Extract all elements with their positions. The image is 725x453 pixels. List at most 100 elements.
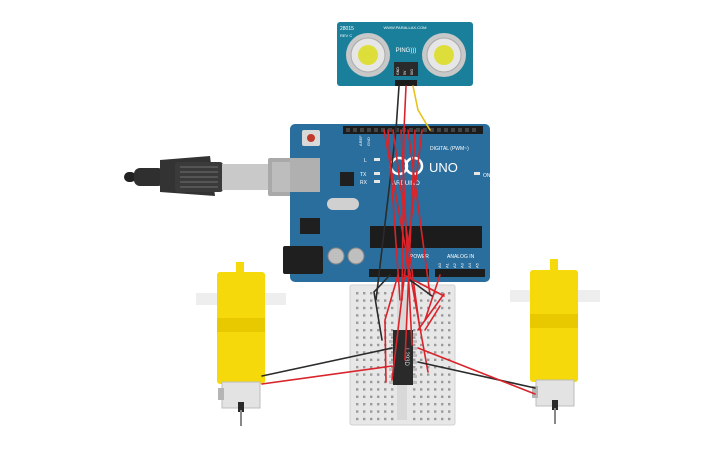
breadboard-hole bbox=[441, 358, 444, 361]
breadboard-hole bbox=[370, 410, 373, 413]
breadboard-hole bbox=[384, 388, 387, 391]
breadboard-hole bbox=[377, 410, 380, 413]
breadboard-hole bbox=[441, 395, 444, 398]
breadboard-hole bbox=[356, 366, 359, 369]
breadboard-hole bbox=[356, 417, 359, 421]
breadboard-hole bbox=[384, 417, 387, 421]
breadboard-hole bbox=[427, 299, 430, 302]
wire-extra-2 bbox=[424, 305, 441, 331]
wire-d6 bbox=[404, 129, 416, 361]
atmega-chip bbox=[370, 226, 482, 248]
breadboard-hole bbox=[356, 403, 359, 406]
breadboard-hole bbox=[391, 388, 394, 391]
breadboard-hole bbox=[441, 321, 444, 324]
breadboard-hole bbox=[427, 410, 430, 413]
breadboard-hole bbox=[413, 299, 416, 302]
breadboard-hole bbox=[391, 329, 394, 332]
breadboard-hole bbox=[441, 299, 444, 302]
breadboard-hole bbox=[441, 373, 444, 376]
breadboard-hole bbox=[363, 299, 366, 302]
breadboard-hole bbox=[434, 417, 437, 421]
breadboard-hole bbox=[427, 336, 430, 339]
breadboard-hole bbox=[356, 358, 359, 361]
wire-vin bbox=[403, 274, 445, 297]
breadboard-hole bbox=[448, 292, 451, 295]
breadboard-hole bbox=[370, 417, 373, 421]
breadboard-hole bbox=[441, 410, 444, 413]
l-label: L bbox=[364, 158, 367, 164]
breadboard-hole bbox=[427, 380, 430, 384]
breadboard-hole bbox=[391, 306, 394, 310]
breadboard-hole bbox=[434, 306, 437, 310]
breadboard-hole bbox=[420, 351, 423, 354]
breadboard-hole bbox=[441, 343, 444, 347]
breadboard-hole bbox=[391, 351, 394, 354]
breadboard-hole bbox=[363, 351, 366, 354]
sensor-model: 28015 bbox=[340, 26, 354, 32]
breadboard-hole bbox=[391, 314, 394, 317]
wire-d2 bbox=[387, 129, 401, 301]
breadboard-hole bbox=[441, 329, 444, 332]
breadboard-hole bbox=[420, 403, 423, 406]
breadboard-hole bbox=[356, 336, 359, 339]
breadboard-hole bbox=[377, 417, 380, 421]
breadboard-hole bbox=[448, 343, 451, 347]
breadboard-hole bbox=[384, 299, 387, 302]
left-dc-motor bbox=[196, 262, 286, 426]
breadboard-hole bbox=[370, 358, 373, 361]
wire-d5 bbox=[407, 129, 431, 296]
brand-label: ARDUINO bbox=[392, 181, 420, 187]
breadboard-hole bbox=[448, 306, 451, 310]
wire-sensor-sig bbox=[412, 85, 431, 131]
breadboard-hole bbox=[384, 292, 387, 295]
wire-left-motor-black bbox=[261, 347, 393, 377]
breadboard-hole bbox=[363, 395, 366, 398]
breadboard-hole bbox=[448, 410, 451, 413]
breadboard-hole bbox=[434, 373, 437, 376]
breadboard-hole bbox=[434, 321, 437, 324]
breadboard-hole bbox=[370, 321, 373, 324]
tx-label: TX bbox=[360, 172, 367, 178]
breadboard-hole bbox=[413, 336, 416, 339]
breadboard-hole bbox=[377, 306, 380, 310]
breadboard-hole bbox=[434, 351, 437, 354]
chip-label: L293D bbox=[403, 348, 409, 366]
breadboard-hole bbox=[356, 395, 359, 398]
rx-label: RX bbox=[360, 180, 368, 186]
breadboard-hole bbox=[377, 395, 380, 398]
breadboard-hole bbox=[377, 388, 380, 391]
breadboard-hole bbox=[448, 380, 451, 384]
wire-sensor-5v bbox=[401, 85, 407, 301]
wire-pwr-5v bbox=[384, 274, 399, 383]
breadboard-hole bbox=[391, 343, 394, 347]
breadboard-hole bbox=[427, 403, 430, 406]
breadboard-hole bbox=[356, 321, 359, 324]
breadboard-hole bbox=[370, 380, 373, 384]
breadboard-hole bbox=[370, 306, 373, 310]
breadboard-hole bbox=[434, 299, 437, 302]
analog-header bbox=[435, 269, 485, 277]
breadboard-hole bbox=[391, 410, 394, 413]
breadboard-hole bbox=[413, 351, 416, 354]
breadboard-hole bbox=[434, 410, 437, 413]
breadboard-hole bbox=[413, 403, 416, 406]
breadboard-hole bbox=[441, 336, 444, 339]
breadboard-hole bbox=[427, 417, 430, 421]
breadboard-hole bbox=[377, 373, 380, 376]
breadboard-hole bbox=[441, 351, 444, 354]
breadboard-hole bbox=[377, 321, 380, 324]
breadboard-hole bbox=[377, 292, 380, 295]
breadboard-hole bbox=[363, 306, 366, 310]
breadboard-hole bbox=[363, 417, 366, 421]
analog-pin-label: A5 bbox=[475, 262, 480, 268]
breadboard-hole bbox=[363, 314, 366, 317]
sensor-label: PING))) bbox=[396, 48, 417, 54]
breadboard-hole bbox=[370, 395, 373, 398]
breadboard-hole bbox=[391, 417, 394, 421]
breadboard-hole bbox=[420, 358, 423, 361]
breadboard-hole bbox=[370, 343, 373, 347]
breadboard-hole bbox=[363, 336, 366, 339]
power-header bbox=[369, 269, 429, 277]
breadboard-hole bbox=[356, 306, 359, 310]
